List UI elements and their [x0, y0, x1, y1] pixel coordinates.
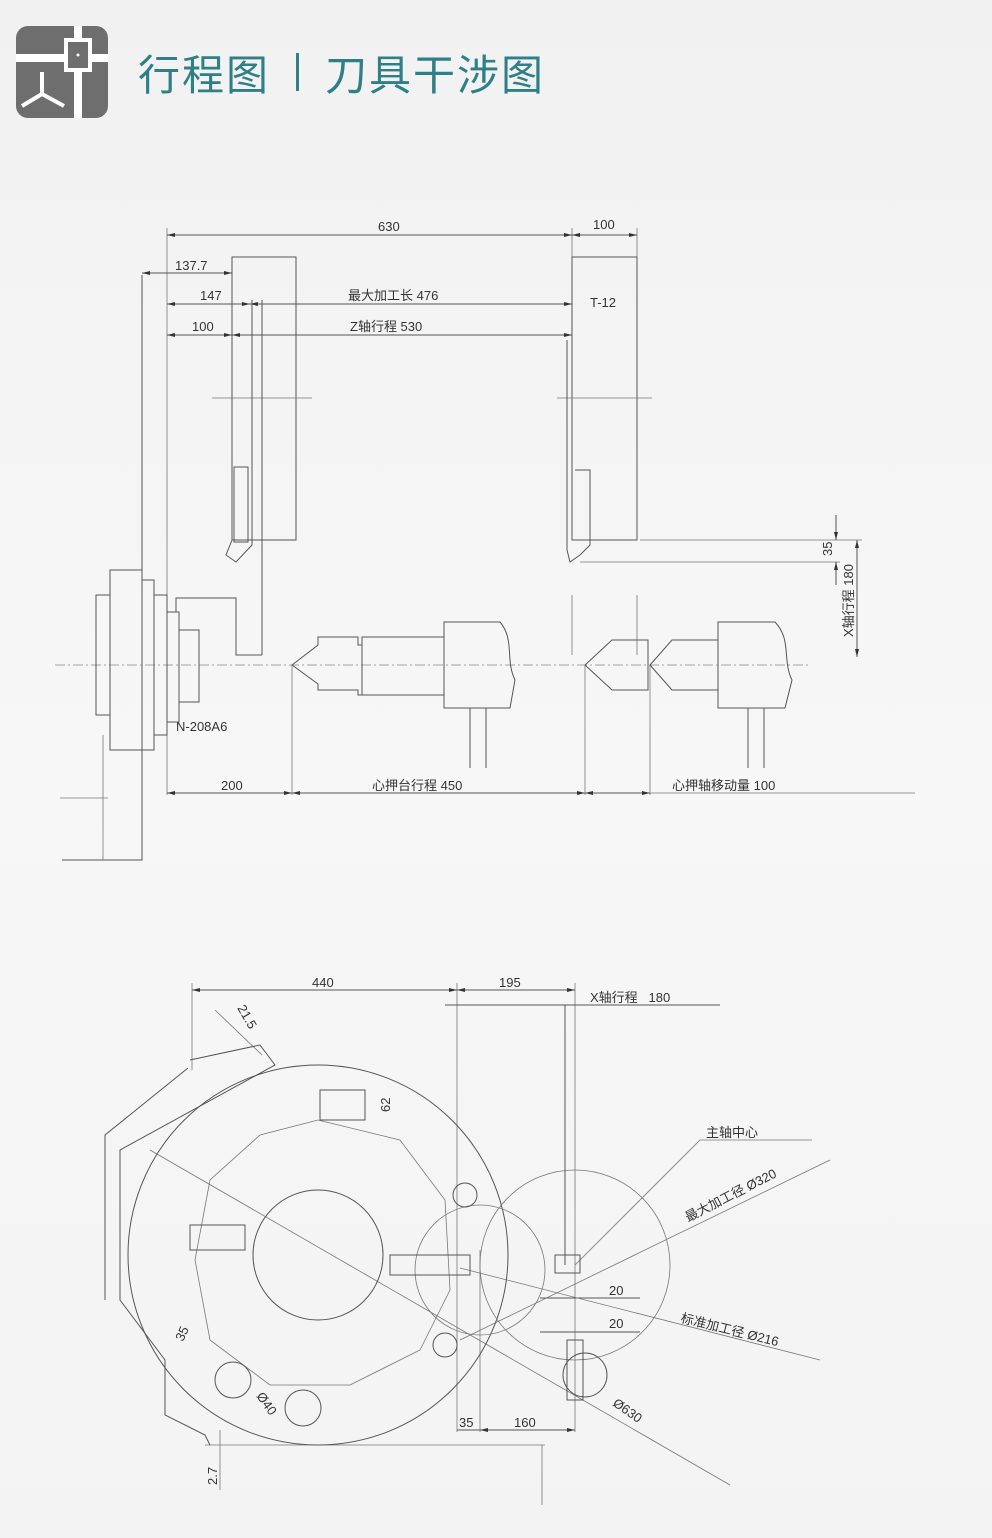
dim-630: Ø630 — [610, 1395, 645, 1426]
interference-dimensions — [149, 983, 831, 1505]
dim-35-vertical: 35 — [820, 542, 835, 556]
dim-195: 195 — [499, 975, 521, 990]
z-travel-label: Z轴行程 530 — [350, 319, 422, 334]
tailstock-travel-label: 心押台行程 450 — [372, 778, 462, 793]
page-title: 行程图 刀具干涉图 — [138, 42, 545, 103]
tool-label: T-12 — [590, 295, 616, 310]
dim-40: Ø40 — [254, 1389, 280, 1418]
dim-21-5: 21.5 — [234, 1002, 260, 1031]
dim-20-b: 20 — [609, 1316, 623, 1331]
dim-62: 62 — [378, 1098, 393, 1112]
dim-630: 630 — [378, 219, 400, 234]
dim-35-side: 35 — [172, 1324, 192, 1343]
dim-2-7: 2.7 — [205, 1467, 220, 1485]
quill-travel-label: 心押轴移动量 100 — [672, 778, 775, 793]
dim-440: 440 — [312, 975, 334, 990]
machine-layout-icon — [16, 26, 108, 118]
max-diameter-label: 最大加工径 Ø320 — [683, 1166, 779, 1225]
travel-dimensions — [142, 228, 915, 795]
dim-100-left: 100 — [192, 319, 214, 334]
dim-200: 200 — [221, 778, 243, 793]
dim-147: 147 — [200, 288, 222, 303]
spindle-center-label: 主轴中心 — [706, 1125, 758, 1140]
dim-20-a: 20 — [609, 1283, 623, 1298]
max-length-label: 最大加工长 476 — [348, 288, 438, 303]
std-diameter-label: 标准加工径 Ø216 — [679, 1310, 780, 1349]
x-travel-label-bottom: X轴行程 180 — [590, 990, 670, 1005]
title-travel: 行程图 — [138, 50, 271, 100]
dim-160: 160 — [514, 1415, 536, 1430]
dim-100-top: 100 — [593, 217, 615, 232]
title-separator — [296, 53, 300, 91]
interference-geometry — [104, 1044, 671, 1446]
travel-geometry — [55, 256, 810, 861]
dim-137-7: 137.7 — [175, 258, 208, 273]
title-interference: 刀具干涉图 — [325, 50, 546, 100]
dim-35-bottom: 35 — [459, 1415, 473, 1430]
chuck-label: N-208A6 — [176, 719, 227, 734]
x-travel-label: X轴行程 180 — [841, 564, 856, 637]
page-header: 行程图 刀具干涉图 — [16, 26, 545, 118]
